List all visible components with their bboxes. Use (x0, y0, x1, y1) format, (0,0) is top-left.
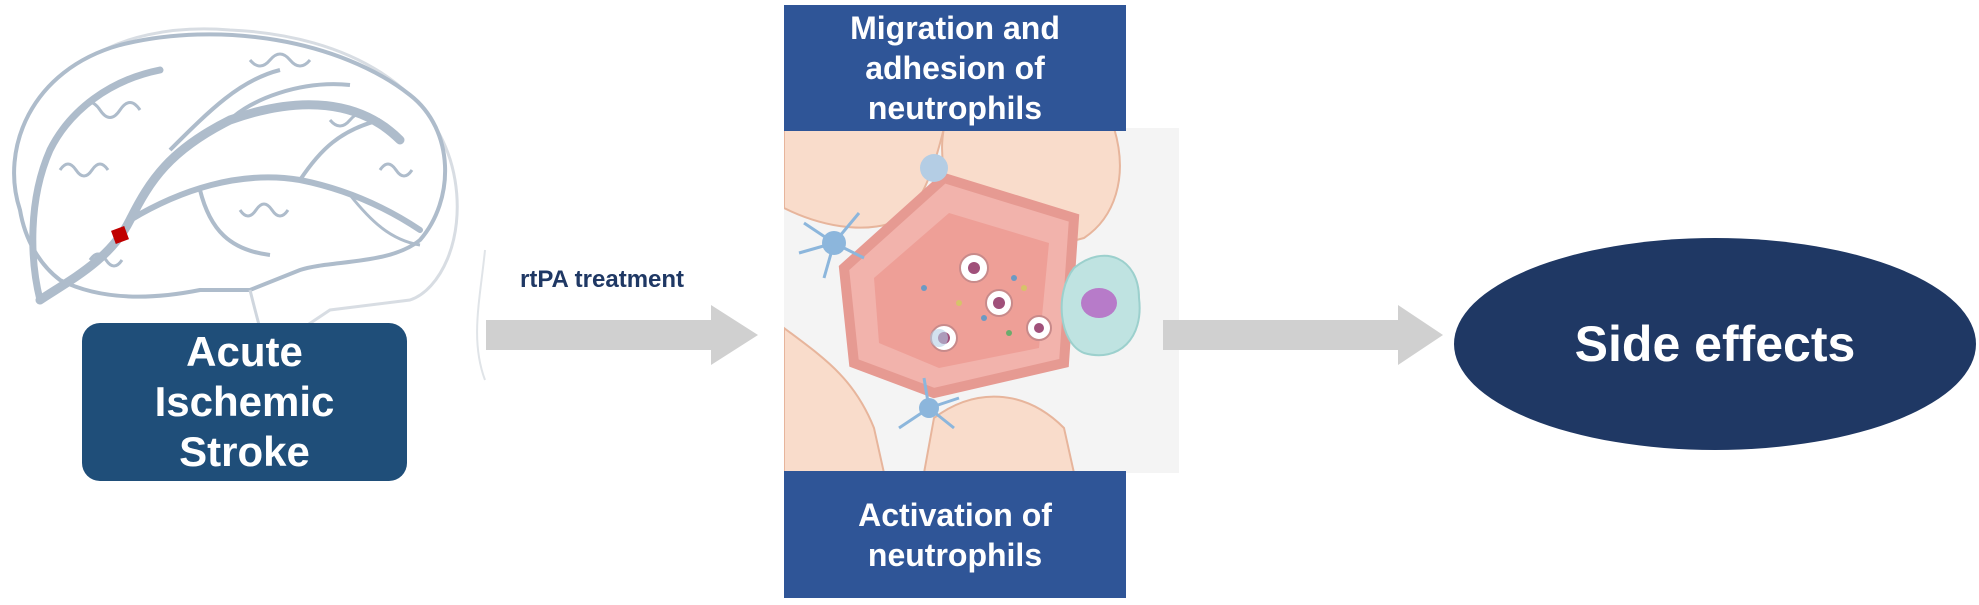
arrow-to-neutrophils (486, 305, 758, 365)
occlusion-marker (111, 226, 129, 244)
migration-adhesion-box: Migration and adhesion of neutrophils (784, 5, 1126, 131)
arrow-to-side-effects (1163, 305, 1443, 365)
activation-box: Activation of neutrophils (784, 471, 1126, 598)
acute-ischemic-stroke-box: Acute Ischemic Stroke (82, 323, 407, 481)
side-effects-ellipse: Side effects (1454, 238, 1976, 450)
brain-vessel-illustration (12, 27, 486, 381)
rtpa-treatment-label: rtPA treatment (520, 266, 685, 293)
side-effects-label: Side effects (1574, 316, 1856, 372)
stroke-label: Acute Ischemic Stroke (154, 328, 335, 475)
neutrophil-vessel-illustration (784, 128, 1179, 473)
